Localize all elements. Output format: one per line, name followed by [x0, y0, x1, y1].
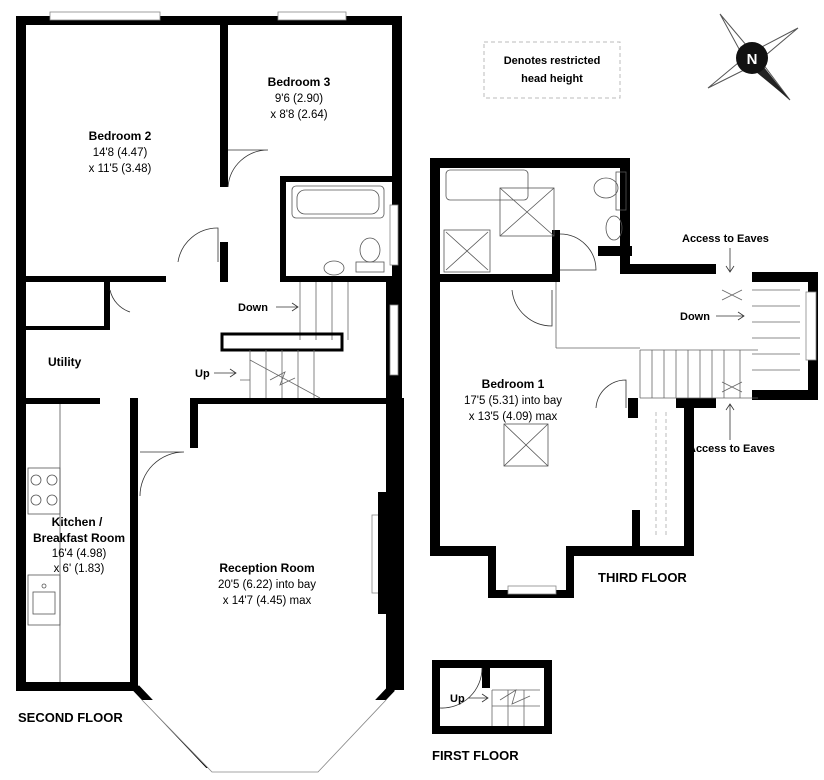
- third-floor-down-label: Down: [680, 311, 710, 323]
- eaves-access-top-label: Access to Eaves: [682, 233, 769, 245]
- second-floor-title: SECOND FLOOR: [18, 710, 123, 725]
- eaves-access-bottom-label: Access to Eaves: [688, 443, 775, 455]
- bedroom-1-dim-1: 17'5 (5.31) into bay: [464, 395, 562, 407]
- eaves-arrow-bottom-icon: [725, 403, 735, 440]
- eaves-arrow-top-icon: [725, 248, 735, 273]
- first-floor-up-label: Up: [450, 693, 465, 705]
- up-arrow-icon: [214, 368, 237, 378]
- bedroom-3-name: Bedroom 3: [268, 75, 331, 89]
- third-floor-plan: [430, 158, 818, 598]
- bedroom-3-dim-2: x 8'8 (2.64): [270, 109, 327, 121]
- down-arrow-icon: [276, 302, 299, 312]
- second-floor-plan: [16, 11, 404, 773]
- bedroom-1-dim-2: x 13'5 (4.09) max: [469, 411, 558, 423]
- bedroom-2-dim-2: x 11'5 (3.48): [89, 163, 152, 175]
- second-floor-down-label: Down: [238, 302, 268, 314]
- first-floor-plan: [432, 660, 552, 734]
- legend-line-1: Denotes restricted: [504, 55, 601, 67]
- second-floor-up-label: Up: [195, 368, 210, 380]
- reception-dim-2: x 14'7 (4.45) max: [223, 595, 312, 607]
- first-floor-up-arrow-icon: [468, 693, 489, 703]
- bedroom-2-dim-1: 14'8 (4.47): [93, 147, 148, 159]
- reception-dim-1: 20'5 (6.22) into bay: [218, 579, 316, 591]
- first-floor-title: FIRST FLOOR: [432, 748, 519, 763]
- bedroom-3-dim-1: 9'6 (2.90): [275, 93, 323, 105]
- kitchen-dim-1: 16'4 (4.98): [52, 548, 107, 560]
- kitchen-name-2: Breakfast Room: [33, 531, 125, 545]
- utility-name: Utility: [48, 355, 82, 369]
- compass-icon: [707, 13, 799, 101]
- legend-line-2: head height: [521, 73, 583, 85]
- down-arrow-icon-third: [716, 311, 745, 321]
- compass-letter: N: [747, 51, 758, 68]
- restricted-head-height-legend-box: [483, 41, 621, 99]
- reception-name: Reception Room: [219, 561, 314, 575]
- bedroom-2-name: Bedroom 2: [89, 129, 152, 143]
- bedroom-1-name: Bedroom 1: [482, 377, 545, 391]
- kitchen-name-1: Kitchen /: [52, 515, 103, 529]
- kitchen-dim-2: x 6' (1.83): [54, 563, 105, 575]
- third-floor-title: THIRD FLOOR: [598, 570, 687, 585]
